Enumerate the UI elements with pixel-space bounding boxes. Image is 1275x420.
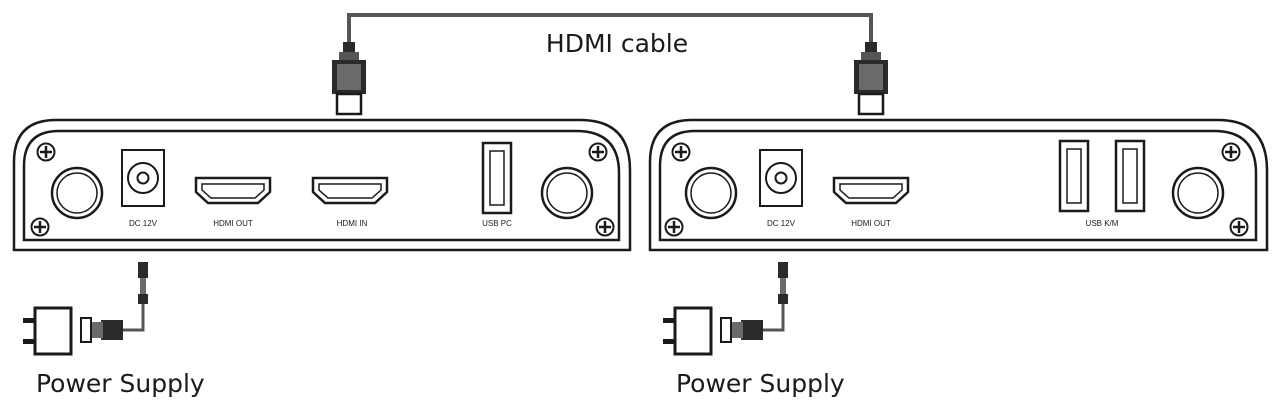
hdmi-plug-right-icon <box>852 40 890 116</box>
hdmi-plug-left-icon <box>330 40 368 116</box>
port-label-dc: DC 12V <box>767 219 796 228</box>
screw-icon <box>30 217 50 237</box>
screw-icon <box>595 217 615 237</box>
port-label-hdmi-out: HDMI OUT <box>851 219 891 228</box>
port-label-usb: USB PC <box>482 219 512 228</box>
screw-icon <box>1221 142 1241 162</box>
screw-icon <box>671 142 691 162</box>
port-label-hdmi-in: HDMI IN <box>337 219 368 228</box>
hdmi-cable-label: HDMI cable <box>546 29 688 58</box>
screw-icon <box>36 142 56 162</box>
port-label-dc: DC 12V <box>129 219 158 228</box>
port-label-usb: USB K/M <box>1086 219 1119 228</box>
receiver-unit: DC 12V HDMI OUT USB K/M <box>648 118 1269 252</box>
power-supply-label-right: Power Supply <box>676 369 845 398</box>
screw-icon <box>588 142 608 162</box>
power-supply-left-icon <box>21 260 150 356</box>
transmitter-unit: DC 12V HDMI OUT HDMI IN USB PC <box>12 118 632 252</box>
screw-icon <box>1229 217 1249 237</box>
port-label-hdmi-out: HDMI OUT <box>213 219 253 228</box>
screw-icon <box>664 217 684 237</box>
power-supply-right-icon <box>661 260 790 356</box>
hdmi-cable <box>347 13 873 48</box>
power-supply-label-left: Power Supply <box>36 369 205 398</box>
